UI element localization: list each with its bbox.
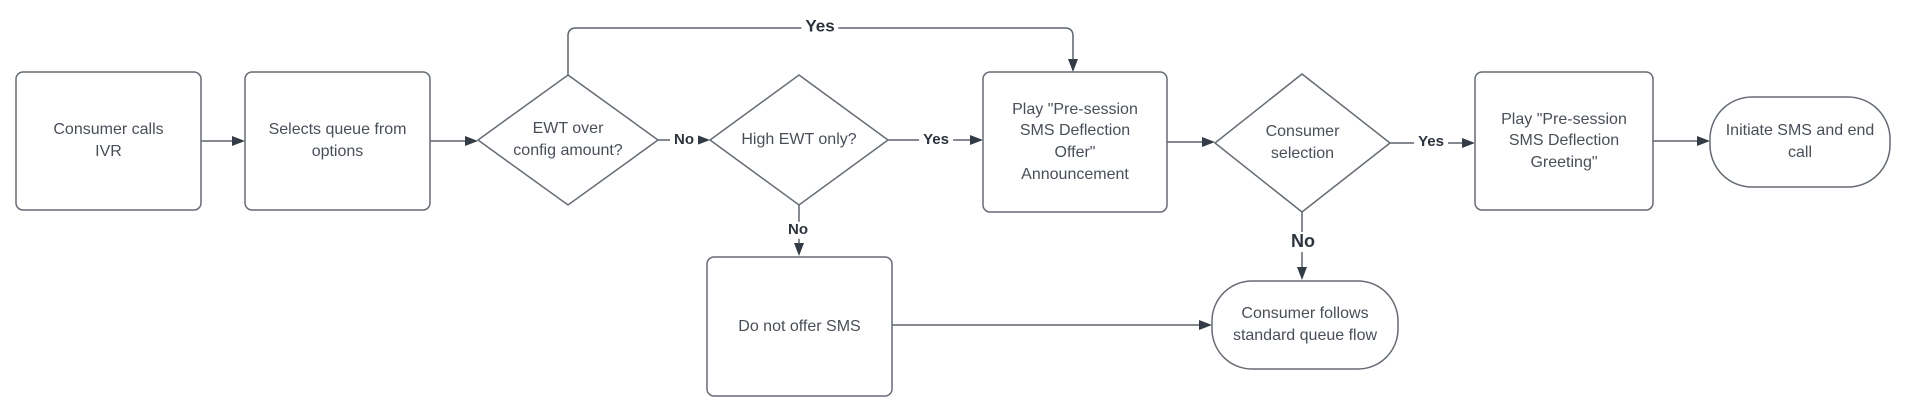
node-consumer-selection-decision	[1213, 73, 1392, 213]
edge-label-ewt-no: No	[670, 131, 698, 149]
arrowhead-into-highewt	[697, 135, 710, 145]
edge-label-selection-no: No	[1287, 231, 1319, 252]
node-play-offer-announcement	[982, 71, 1168, 213]
arrowhead-into-selection	[1202, 137, 1215, 147]
arrowhead-into-offer-left	[970, 135, 983, 145]
arrowhead-into-selects	[232, 136, 245, 146]
arrowhead-into-initiate	[1697, 136, 1710, 146]
edge-label-ewt-yes: Yes	[801, 17, 839, 37]
arrowhead-into-donotoffer	[794, 243, 804, 256]
arrowhead-into-greeting	[1462, 138, 1475, 148]
node-standard-queue-flow	[1211, 280, 1399, 370]
arrowhead-into-offer-top	[1068, 59, 1078, 72]
node-initiate-sms-end-call	[1709, 96, 1891, 188]
edge-label-high-ewt-yes: Yes	[919, 131, 953, 149]
node-play-greeting	[1474, 71, 1654, 211]
arrowhead-into-queueflow-left	[1199, 320, 1212, 330]
node-ewt-over-config-decision	[476, 74, 660, 206]
arrowhead-into-ewt	[465, 136, 478, 146]
node-do-not-offer-sms	[706, 256, 893, 397]
edge-label-high-ewt-no: No	[784, 221, 812, 239]
edge-label-selection-yes: Yes	[1414, 133, 1448, 151]
node-selects-queue	[244, 71, 431, 211]
node-high-ewt-only-decision	[708, 74, 890, 206]
node-consumer-calls-ivr	[15, 71, 202, 211]
arrowhead-into-queueflow-top	[1297, 267, 1307, 280]
